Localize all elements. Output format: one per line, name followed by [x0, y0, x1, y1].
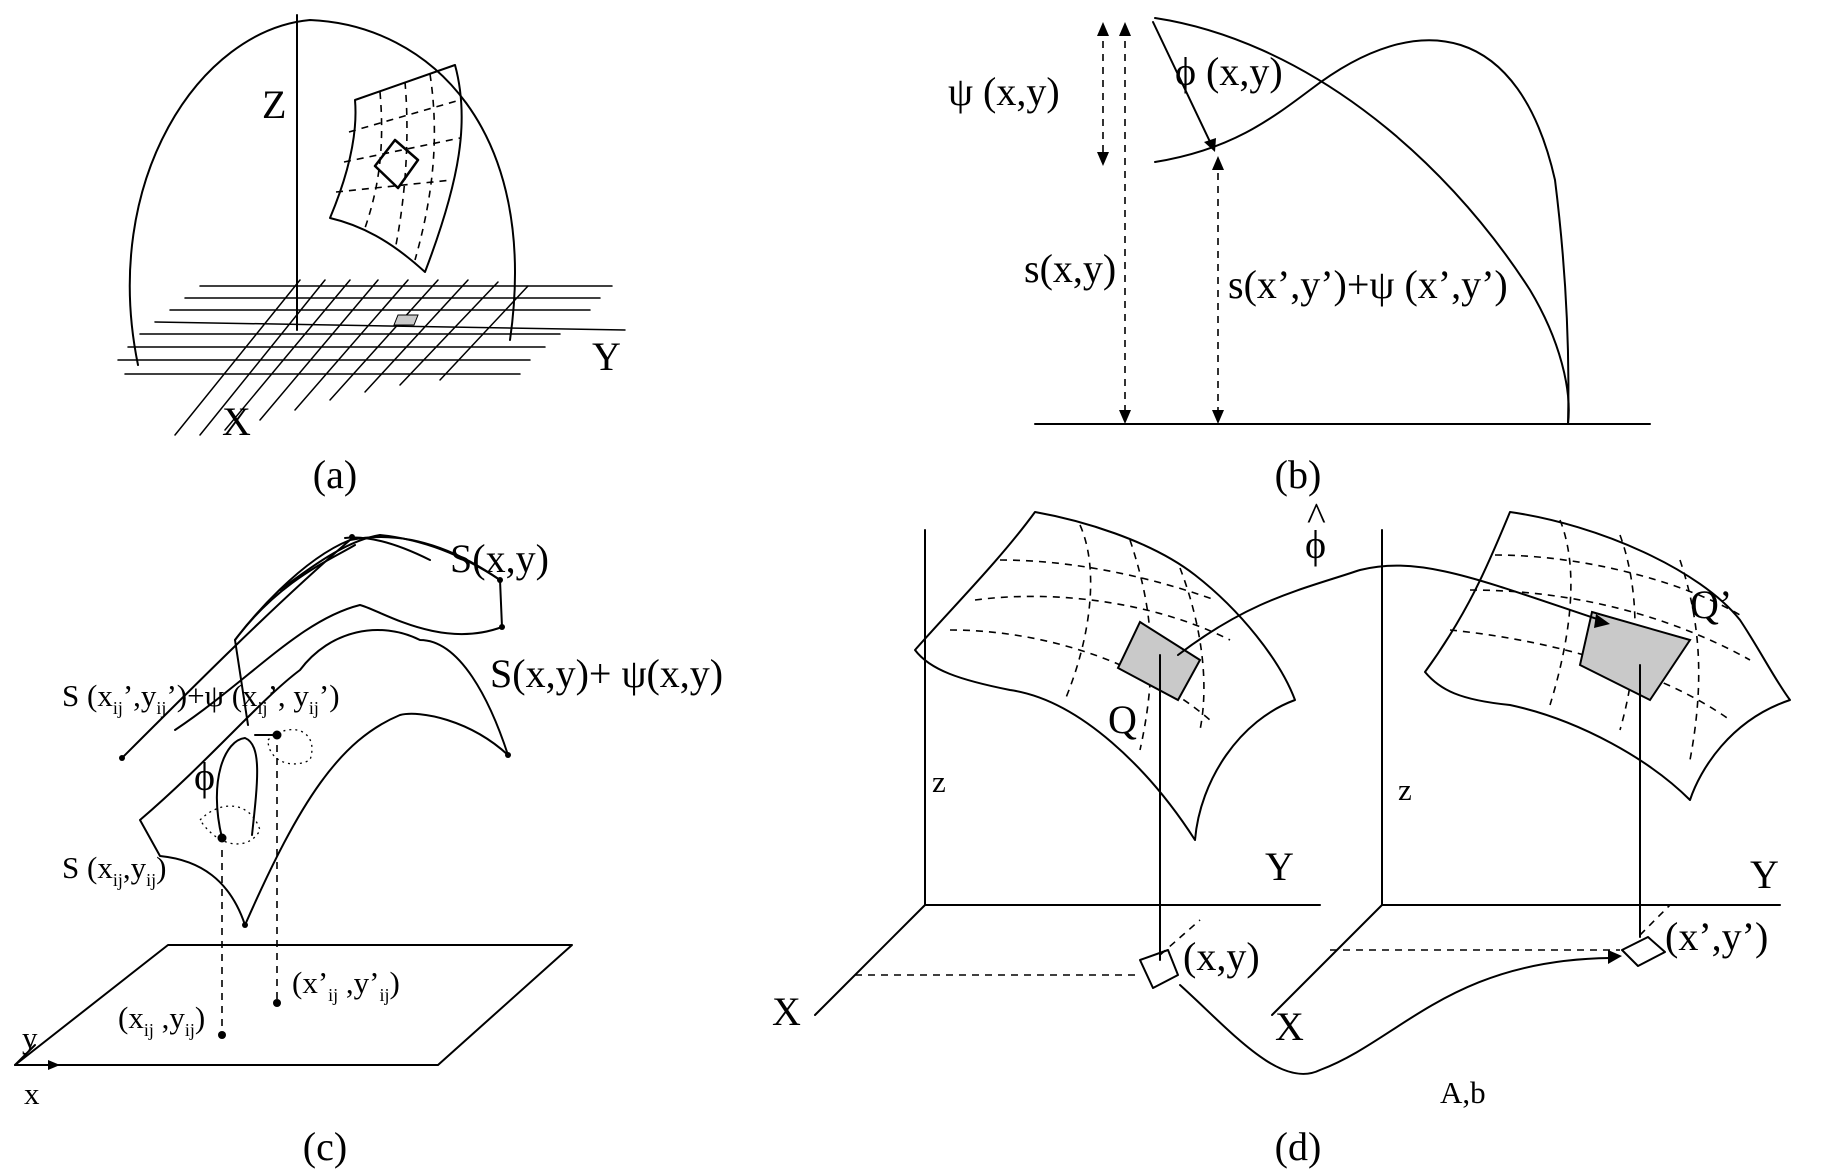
panel-c: S(x,y) S(x,y)+ ψ(x,y) ϕ S (xij’,yij’)+ψ … [14, 534, 723, 1169]
panel-d-left-x-axis [814, 904, 926, 1016]
panel-d-phi-hat-arrow [1177, 564, 1601, 656]
panel-b-phi-label: ϕ (x,y) [1175, 49, 1283, 94]
panel-c-point-s-prime [272, 730, 282, 740]
panel-d-patch-Q-prime [1578, 610, 1692, 702]
panel-d-xy-label: (x,y) [1183, 934, 1260, 979]
panel-a-y-label: Y [592, 334, 621, 379]
panel-d-phi-hat-label: ϕ [1305, 522, 1326, 567]
panel-d-affine-arrow [1179, 957, 1611, 1075]
panel-a-caption: (a) [313, 452, 357, 497]
panel-a-z-label: Z [262, 82, 286, 127]
panel-d-Q-label: Q [1108, 697, 1137, 742]
panel-d-left-x-label: X [772, 989, 801, 1034]
panel-d-transform-label: A,b [1440, 1075, 1486, 1110]
panel-c-point-s [217, 833, 227, 843]
panel-a-grid-plane [117, 279, 626, 436]
panel-d-right-x-label: X [1275, 1004, 1304, 1049]
panel-d-caption: (d) [1275, 1124, 1322, 1169]
panel-c-dotted-region-upper [267, 729, 313, 765]
panel-b: ψ (x,y) ϕ (x,y) s(x,y) s(x’,y’)+ψ (x’,y’… [948, 17, 1651, 497]
panel-c-point-xy-prime-label: (x’ij ,y’ij) [292, 965, 400, 1005]
panel-c-phi-loop [215, 737, 259, 839]
panel-d-diamond-xy [1139, 949, 1179, 989]
panel-b-psi-label: ψ (x,y) [948, 69, 1060, 114]
panel-d-hat-symbol: ^ [1307, 494, 1326, 539]
panel-d-right-x-axis [1271, 904, 1383, 1016]
panel-c-caption: (c) [303, 1124, 347, 1169]
panel-c-ground-plane [14, 944, 573, 1066]
panel-c-x-label: x [24, 1076, 40, 1111]
panel-c-y-axis [14, 1044, 36, 1066]
panel-c-point-xy-label: (xij ,yij) [118, 1000, 205, 1040]
panel-b-s-label: s(x,y) [1024, 246, 1116, 291]
panel-b-phi-arrow [1152, 21, 1213, 147]
panel-c-phi-label: ϕ [194, 754, 215, 799]
panel-c-s-label: S (xij,yij) [62, 850, 166, 890]
panel-b-phi-arrowhead [1204, 138, 1216, 152]
panel-c-surface-plus-psi-label: S(x,y)+ ψ(x,y) [490, 651, 723, 696]
panel-b-caption: (b) [1275, 452, 1322, 497]
panel-b-dimension-lines [1097, 22, 1224, 424]
panel-c-surface-S [234, 544, 356, 726]
panel-c-surface-label: S(x,y) [450, 536, 549, 581]
panel-d-xy-prime-label: (x’,y’) [1665, 914, 1768, 959]
panel-a-x-label: X [222, 399, 251, 444]
panel-c-s-prime-label: S (xij’,yij’)+ψ (xij’, yij’) [62, 678, 340, 718]
panel-d-left-surface [914, 511, 1296, 841]
panel-a-dome-outline [128, 19, 516, 366]
panel-d-right-z-label: z [1398, 772, 1412, 807]
panel-d: ϕ ^ Q Q’ z z Y Y X X (x,y) (x’,y’) A,b (… [772, 494, 1791, 1169]
panel-c-dotted-region-lower [199, 805, 261, 845]
panel-c-y-label: y [22, 1020, 38, 1055]
panel-d-diamond-xy-prime [1621, 936, 1666, 967]
panel-d-left-dash-y [1159, 919, 1201, 956]
panel-d-Q-prime-label: Q’ [1690, 582, 1732, 627]
panel-b-surface-shifted [1154, 39, 1570, 425]
panel-d-right-y-label: Y [1750, 852, 1779, 897]
panel-c-surface-S-top [279, 534, 501, 591]
panel-a: Z Y X (a) [117, 14, 626, 497]
panel-d-left-z-label: z [932, 764, 946, 799]
panel-b-s-plus-psi-label: s(x’,y’)+ψ (x’,y’) [1228, 262, 1508, 307]
panel-b-surface-s [1154, 17, 1570, 425]
panel-d-left-y-label: Y [1265, 844, 1294, 889]
panel-d-right-surface [1424, 511, 1791, 801]
panel-a-surface-patch [329, 64, 463, 273]
